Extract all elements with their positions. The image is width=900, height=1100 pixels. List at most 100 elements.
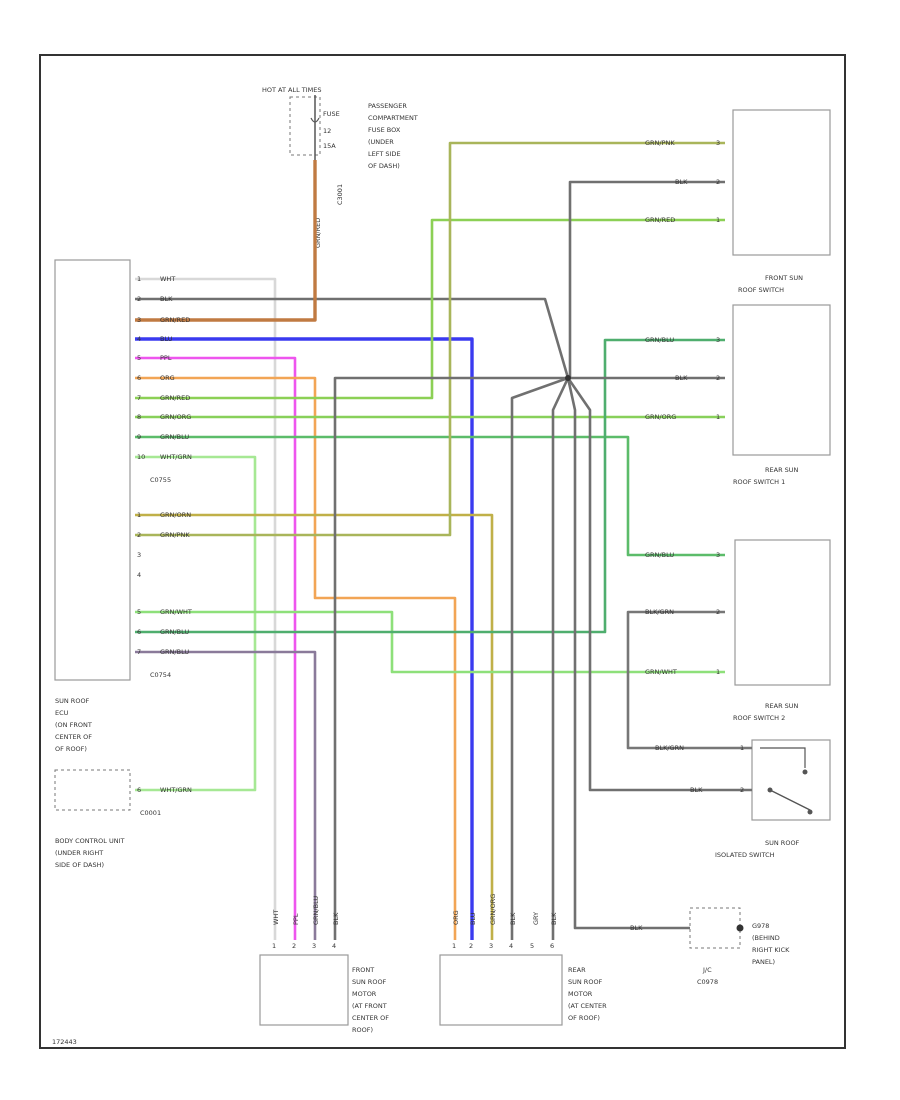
rear-sun-roof-switch-2-box [734, 539, 831, 686]
ecu-pin-3: 3 [137, 316, 141, 324]
bcu-label-1: BODY CONTROL UNIT [55, 837, 124, 845]
ecu-wire-1: WHT [160, 275, 175, 283]
front-motor-label-5: CENTER OF [352, 1014, 389, 1022]
ecu-lower-pin-7: 7 [137, 648, 141, 656]
front-switch-wire-2: BLK [675, 178, 688, 186]
wire-wht [135, 277, 277, 940]
wire-wht-grn [135, 455, 257, 792]
fuse-number: 12 [323, 127, 331, 135]
rear-motor-label-5: OF ROOF) [568, 1014, 600, 1022]
ecu-label-2: ECU [55, 709, 69, 717]
rear-switch2-pin-1: 3 [716, 551, 720, 559]
fuse-icon [310, 117, 320, 123]
front-motor-pin-4: 4 [332, 942, 336, 950]
rear-switch2-pin-2: 2 [716, 608, 720, 616]
isolated-switch-contacts [760, 747, 813, 815]
ecu-label-3: (ON FRONT [55, 721, 92, 729]
front-motor-box [259, 954, 349, 1026]
ecu-wire-9: GRN/BLU [160, 433, 189, 441]
rear-motor-labels: ORG BLU GRN/ORG BLK GRY BLK 1 2 3 4 5 6 … [452, 894, 607, 1022]
rear-motor-wire-2: BLU [469, 912, 477, 925]
front-motor-label-6: ROOF) [352, 1026, 373, 1034]
body-control-unit-outline [54, 769, 131, 811]
rear-motor-label-2: SUN ROOF [568, 978, 603, 986]
wire-blu [135, 337, 474, 940]
jc-connector: C0978 [697, 978, 718, 986]
ecu-lower-pin-4: 4 [137, 571, 141, 579]
wire-grn-pnk [135, 141, 725, 537]
fuse-box-line-1: PASSENGER [368, 102, 407, 110]
fuse-outline [289, 96, 321, 156]
rear-switch1-pin-2: 2 [716, 374, 720, 382]
ecu-pin-2: 2 [137, 295, 141, 303]
ecu-lower-pin-3: 3 [137, 551, 141, 559]
rear-switch1-wire-1: GRN/BLU [645, 336, 674, 344]
rear-motor-wire-3: GRN/ORG [489, 894, 497, 925]
fuse-box-line-2: COMPARTMENT [368, 114, 418, 122]
wire-ppl [135, 356, 297, 940]
rear-motor-pin-6: 6 [550, 942, 554, 950]
ecu-wire-3: GRN/RED [160, 316, 190, 324]
iso-switch-label-1: SUN ROOF [765, 839, 800, 847]
wire-blk-ground [566, 377, 690, 930]
ecu-connector-lower: C0754 [150, 671, 171, 679]
ecu-pin-5: 5 [137, 354, 141, 362]
ecu-label-4: CENTER OF [55, 733, 92, 741]
ecu-lower-pin-5: 5 [137, 608, 141, 616]
rear-switch1-wire-3: GRN/ORG [645, 413, 676, 421]
ecu-pin-labels: 1 WHT 2 BLK 3 GRN/RED 4 BLU 5 PPL 6 ORG … [137, 275, 192, 679]
ecu-label: SUN ROOF ECU (ON FRONT CENTER OF OF ROOF… [55, 697, 92, 753]
bcu-label-3: SIDE OF DASH) [55, 861, 104, 869]
ecu-lower-wire-2: GRN/PNK [160, 531, 190, 539]
isolated-switch-labels: BLK/GRN 1 BLK 2 SUN ROOF ISOLATED SWITCH [655, 744, 800, 859]
iso-switch-wire-1: BLK/GRN [655, 744, 684, 752]
splice-point [565, 375, 571, 381]
rear-motor-pin-1: 1 [452, 942, 456, 950]
diagram-frame [39, 54, 846, 1049]
jc-label: J/C [702, 966, 712, 974]
rear-motor-label-4: (AT CENTER [568, 1002, 607, 1010]
rear-sun-roof-switch-1-box [732, 304, 831, 456]
ecu-pin-4: 4 [137, 335, 141, 343]
ecu-lower-wire-1: GRN/ORN [160, 511, 191, 519]
wire-grn-wht [135, 610, 725, 674]
iso-switch-pin-2: 2 [740, 786, 744, 794]
front-motor-pin-2: 2 [292, 942, 296, 950]
front-motor-label-2: SUN ROOF [352, 978, 387, 986]
rear-switch2-wire-1: GRN/BLU [645, 551, 674, 559]
rear-motor-wire-6: BLK [550, 912, 558, 925]
front-sun-roof-switch-box [732, 109, 831, 256]
wire-blk-front-motor [333, 376, 568, 940]
rear-motor-label-3: MOTOR [568, 990, 593, 998]
front-switch-wire-3: GRN/RED [645, 216, 675, 224]
ecu-wire-10: WHT/GRN [160, 453, 192, 461]
rear-switch2-labels: GRN/BLU 3 BLK/GRN 2 GRN/WHT 1 REAR SUN R… [645, 551, 799, 722]
rear-motor-wire-5: GRY [532, 912, 540, 925]
ground-point [736, 924, 744, 932]
wire-org [135, 376, 457, 940]
front-motor-wire-2: PPL [292, 913, 300, 925]
fuse-box-line-6: OF DASH) [368, 162, 400, 170]
wire-blk-front-switch [568, 180, 725, 378]
power-connector-label: C3001 [336, 184, 344, 205]
front-motor-wire-1: WHT [272, 910, 280, 925]
rear-motor-label-1: REAR [568, 966, 586, 974]
ecu-wire-2: BLK [160, 295, 173, 303]
wire-grn-red-switch [135, 218, 725, 400]
bcu-wire: WHT/GRN [160, 786, 192, 794]
ground-label-4: PANEL) [752, 958, 775, 966]
rear-switch2-label-2: ROOF SWITCH 2 [733, 714, 785, 722]
wire-blk-grn-iso [626, 610, 752, 750]
ecu-lower-wire-7: GRN/BLU [160, 648, 189, 656]
front-switch-wire-1: GRN/PNK [645, 139, 675, 147]
ecu-pin-9: 9 [137, 433, 141, 441]
front-motor-pin-3: 3 [312, 942, 316, 950]
ecu-pin-1: 1 [137, 275, 141, 283]
ecu-wire-6: ORG [160, 374, 175, 382]
wire-blk-iso [566, 377, 752, 792]
front-motor-pin-1: 1 [272, 942, 276, 950]
wire-grn-blu-2 [135, 338, 725, 634]
wire-grn-blu-3 [135, 650, 317, 940]
wire-blk-ecu [135, 297, 570, 379]
